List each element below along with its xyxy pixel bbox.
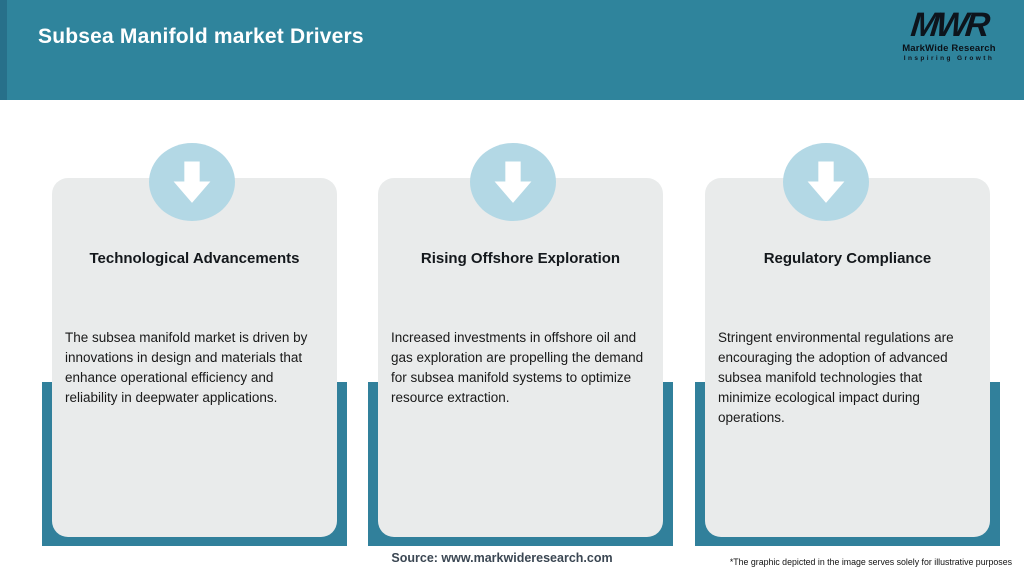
card-title: Regulatory Compliance (763, 250, 932, 267)
card-body-text: The subsea manifold market is driven by … (65, 330, 308, 405)
down-arrow-icon (149, 143, 235, 221)
down-arrow-icon (470, 143, 556, 221)
logo-name: MarkWide Research (902, 43, 996, 54)
markwide-research-logo: MWR MarkWide Research Inspiring Growth (894, 6, 1004, 62)
driver-card-regulatory-compliance: Regulatory Compliance Stringent environm… (705, 178, 990, 537)
card-title: Rising Offshore Exploration (420, 250, 621, 267)
card-body-text: Increased investments in offshore oil an… (391, 330, 644, 405)
header-bar: Subsea Manifold market Drivers MWR MarkW… (0, 0, 1024, 100)
disclaimer-note: *The graphic depicted in the image serve… (729, 557, 1012, 567)
driver-card-technological-advancements: Technological Advancements The subsea ma… (52, 178, 337, 537)
header-left-edge (0, 0, 7, 100)
card-title: Technological Advancements (89, 250, 300, 267)
card-body-text: Stringent environmental regulations are … (718, 330, 954, 425)
source-note: Source: www.markwideresearch.com (391, 551, 613, 565)
driver-card-rising-offshore-exploration: Rising Offshore Exploration Increased in… (378, 178, 663, 537)
down-arrow-icon (783, 143, 869, 221)
logo-tagline: Inspiring Growth (903, 55, 995, 62)
logo-acronym: MWR (909, 6, 989, 44)
page-title: Subsea Manifold market Drivers (38, 25, 364, 48)
